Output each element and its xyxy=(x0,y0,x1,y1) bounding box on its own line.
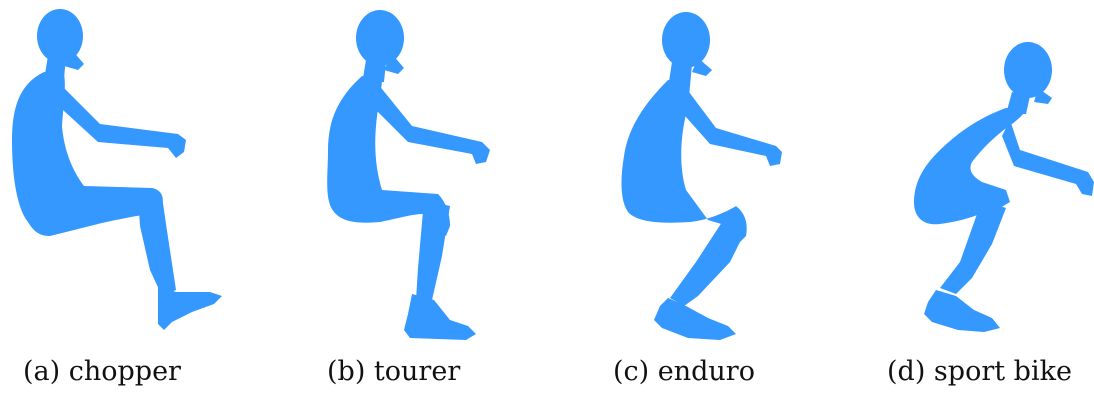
tourer-rider-silhouette-icon xyxy=(300,0,560,340)
caption-chopper: (a) chopper xyxy=(23,358,181,385)
enduro-rider-silhouette-icon xyxy=(590,0,850,340)
chopper-rider-silhouette-icon xyxy=(0,0,260,340)
panel-tourer: (b) tourer xyxy=(300,0,560,396)
panel-chopper: (a) chopper xyxy=(0,0,260,396)
panel-sport-bike: (d) sport bike xyxy=(860,0,1094,396)
caption-sport-bike: (d) sport bike xyxy=(887,358,1072,385)
caption-tourer: (b) tourer xyxy=(327,358,460,385)
panel-enduro: (c) enduro xyxy=(590,0,850,396)
sport-bike-rider-silhouette-icon xyxy=(860,0,1094,340)
caption-enduro: (c) enduro xyxy=(613,358,755,385)
